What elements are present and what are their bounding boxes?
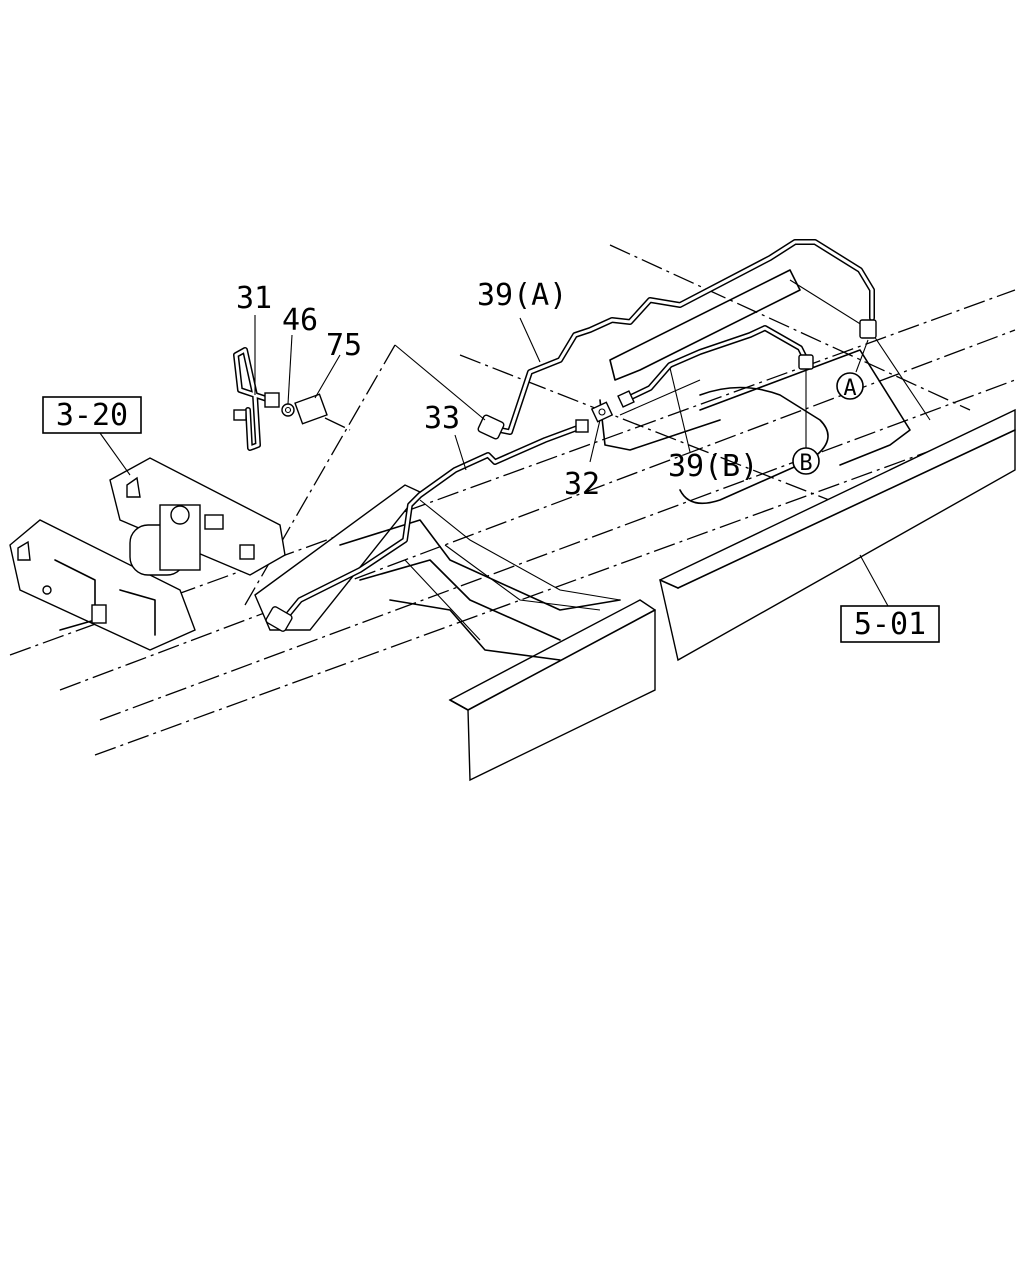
label-part-39b: 39(B)	[668, 449, 758, 484]
part-39b-pipe	[617, 325, 814, 453]
part-33-pipe	[265, 419, 589, 632]
label-part-33: 33	[424, 401, 460, 436]
leader-marker-a	[855, 339, 869, 373]
circle-marker-a: A	[836, 372, 864, 401]
part-31-bracket-pipe	[233, 315, 280, 451]
marker-a-label: A	[843, 376, 856, 401]
reference-box-3-20: 3-20	[42, 396, 142, 476]
right-side-rail	[659, 408, 1016, 662]
label-part-46: 46	[282, 303, 318, 338]
part-32-union	[589, 401, 614, 463]
label-part-75: 75	[326, 328, 362, 363]
circle-marker-b: B	[792, 447, 820, 476]
label-part-31: 31	[236, 281, 272, 316]
reference-label-3-20: 3-20	[56, 398, 128, 433]
part-46-washer	[281, 334, 295, 417]
reference-label-5-01: 5-01	[854, 607, 926, 642]
reference-box-5-01: 5-01	[840, 554, 940, 643]
mid-cross-member	[254, 484, 621, 661]
label-part-39a: 39(A)	[477, 278, 567, 313]
label-part-32: 32	[564, 467, 600, 502]
rear-frame-section	[599, 269, 931, 505]
part-39a-pipe	[394, 239, 877, 440]
brake-valve-assembly	[9, 457, 286, 651]
part-75-connector	[294, 354, 351, 431]
front-cross-member	[448, 599, 656, 782]
marker-b-label: B	[799, 451, 812, 476]
